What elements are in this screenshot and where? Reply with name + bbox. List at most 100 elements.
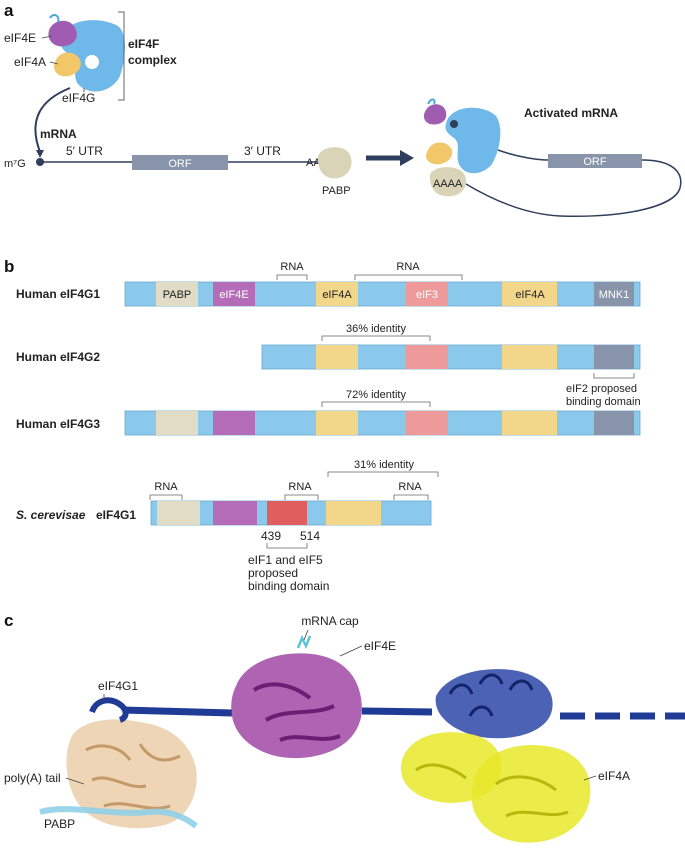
label-eif4e: eIF4E	[4, 31, 36, 45]
sc-rna-bracket-b	[284, 494, 319, 500]
g1-label-eif4e: eIF4E	[219, 289, 248, 301]
pabp-structure	[39, 719, 198, 829]
sc-rna-label-a: RNA	[154, 481, 178, 493]
eif4e-structure	[231, 634, 362, 759]
mif4g-ribbon-mass	[435, 669, 553, 739]
leader-eif4e-structure	[339, 645, 363, 657]
activated-pabp-shape	[429, 167, 467, 197]
sc-domain-label-1: eIF1 and eIF5	[248, 553, 323, 567]
g3-backbone	[124, 410, 641, 436]
g2-identity-bracket	[321, 335, 431, 341]
row-label-sc-protein: eIF4G1	[96, 508, 136, 522]
activated-cap-dot	[450, 120, 458, 128]
eif2-label-2: binding domain	[566, 396, 641, 408]
polya-tail-strand	[39, 806, 198, 829]
leader-eif4a-structure	[583, 775, 597, 781]
g3-domain-eif3	[406, 411, 448, 435]
leader-eif4a	[49, 61, 59, 65]
g3-identity-label: 72% identity	[346, 389, 406, 401]
sc-domain-bracket	[266, 543, 308, 549]
panel-label-b: b	[4, 257, 14, 276]
activated-orf-box	[548, 154, 642, 168]
activated-eif4e-shape	[423, 104, 447, 125]
g1-backbone	[124, 281, 641, 307]
sc-rna-label-b: RNA	[288, 481, 312, 493]
sc-domain-label-3: binding domain	[248, 579, 329, 593]
eif2-label-1: eIF2 proposed	[566, 383, 637, 395]
label-pabp-structure: PABP	[44, 817, 75, 831]
complex-bracket	[118, 11, 125, 101]
sc-identity-label: 31% identity	[354, 459, 414, 471]
eif4e-ribbon-mass	[231, 653, 362, 759]
eif4e-shape	[48, 20, 77, 47]
label-polya-tail: poly(A) tail	[4, 771, 61, 785]
sc-domain-eif1-eif5	[267, 501, 307, 525]
eif4f-complex-illustration	[48, 14, 125, 92]
complex-label-2: complex	[128, 53, 177, 67]
g3-domain-eif4a-2	[502, 411, 557, 435]
activated-eif4g-shape	[445, 107, 501, 174]
label-mrna: mRNA	[40, 127, 77, 141]
leader-mrna-cap	[303, 629, 309, 641]
g1-domain-eif4a-1	[316, 282, 358, 306]
g3-domain-eif4a-1	[316, 411, 358, 435]
sc-rna-bracket-a	[149, 494, 183, 500]
sc-domain-bar	[150, 500, 432, 526]
g1-domain-mnk1	[594, 282, 634, 306]
g1-rna-label-a: RNA	[280, 261, 304, 273]
g3-domain-pabp	[156, 411, 198, 435]
g1-label-mnk1: MNK1	[599, 289, 630, 301]
label-cap: m⁷G	[4, 158, 26, 170]
g1-label-pabp: PABP	[163, 289, 192, 301]
g1-domain-eif4a-2	[502, 282, 557, 306]
row-label-g3: Human eIF4G3	[16, 417, 100, 431]
activated-label-orf: ORF	[583, 156, 607, 168]
g1-label-eif4a-1: eIF4A	[322, 289, 352, 301]
sc-rna-label-c: RNA	[398, 481, 422, 493]
eif4g1-helix	[89, 697, 129, 723]
activated-complex-illustration	[423, 98, 501, 197]
label-eif4g1-structure: eIF4G1	[98, 679, 138, 693]
sc-position-start: 439	[261, 529, 281, 543]
label-3utr: 3′ UTR	[244, 144, 281, 158]
g1-rna-bracket-b	[354, 274, 463, 280]
eif4a-helices	[415, 763, 569, 818]
g1-domain-pabp	[156, 282, 198, 306]
complex-label-1: eIF4F	[128, 37, 159, 51]
label-pabp: PABP	[322, 185, 351, 197]
g3-domain-bar	[124, 410, 641, 436]
g1-label-eif4a-2: eIF4A	[515, 289, 545, 301]
row-label-sc-species: S. cerevisae	[16, 508, 86, 522]
row-label-g2: Human eIF4G2	[16, 350, 100, 364]
eif4a-shape	[54, 52, 81, 77]
sc-domain-eif4a	[326, 501, 381, 525]
panel-label-a: a	[4, 1, 14, 20]
eif4e-sheets	[252, 682, 341, 742]
g1-domain-bar	[124, 281, 641, 307]
row-label-g1: Human eIF4G1	[16, 287, 100, 301]
g2-domain-eif2	[594, 345, 634, 369]
binding-arrowhead	[36, 150, 44, 158]
g1-rna-bracket-a	[276, 274, 308, 280]
label-5utr: 5′ UTR	[66, 144, 103, 158]
eif4g1-linker-1	[123, 706, 233, 717]
sc-rna-bracket-c	[393, 494, 429, 500]
eif4a-lobe-2	[471, 744, 591, 843]
eif4g1-mif4g-structure	[435, 669, 553, 739]
eif4a-structure	[400, 732, 591, 843]
orf-box	[132, 155, 228, 170]
g2-identity-label: 36% identity	[346, 323, 406, 335]
leader-polya-tail	[65, 777, 85, 785]
g2-domain-eif3	[406, 345, 448, 369]
eif2-bracket	[593, 373, 635, 379]
eif4g1-linker-2	[361, 707, 433, 716]
label-eif4a-structure: eIF4A	[598, 769, 630, 783]
activated-cap-tail	[427, 98, 436, 105]
label-eif4a: eIF4A	[14, 55, 46, 69]
panel-label-c: c	[4, 611, 13, 630]
leader-eif4e	[41, 35, 53, 39]
sc-identity-bracket	[327, 471, 439, 477]
activated-mrna-loop	[465, 149, 682, 218]
label-orf: ORF	[168, 158, 192, 170]
